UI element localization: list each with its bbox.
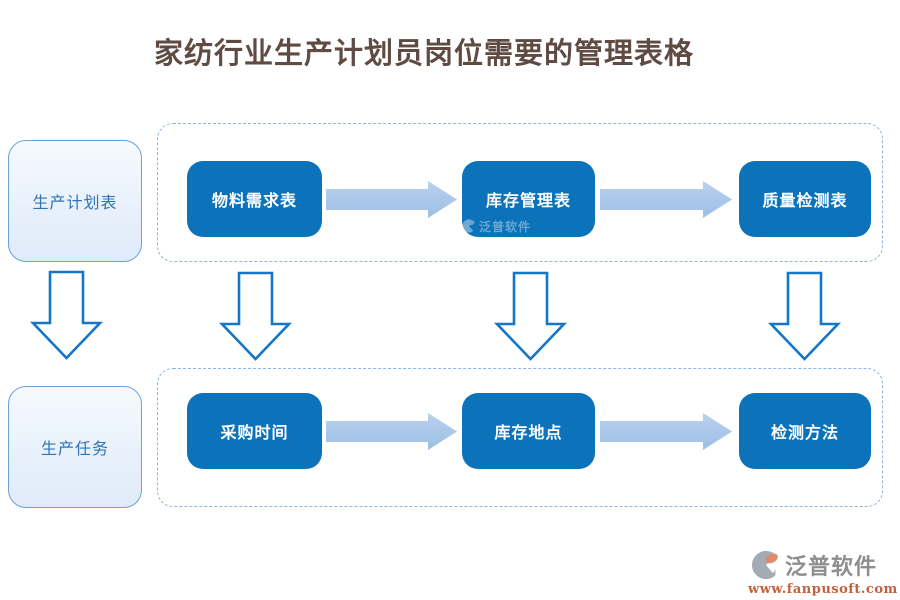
footer-brand-name: 泛普软件 <box>784 554 877 580</box>
down-arrow-icon <box>29 270 104 360</box>
process-box-inventory-management: 库存管理表 <box>462 161 595 237</box>
process-box-material-demand: 物料需求表 <box>187 161 322 237</box>
watermark: 泛普软件 <box>462 218 531 234</box>
process-box-label: 采购时间 <box>220 425 289 442</box>
footer-url: www.fanpusoft.com <box>748 582 898 597</box>
down-arrow-icon <box>218 271 293 361</box>
top-dashed-group <box>157 123 883 262</box>
down-arrow-icon <box>767 271 842 361</box>
process-box-inventory-location: 库存地点 <box>462 393 595 469</box>
process-box-label: 检测方法 <box>770 425 839 442</box>
fanpu-logo-icon <box>462 219 475 233</box>
process-box-purchase-time: 采购时间 <box>187 393 322 469</box>
side-box-label: 生产计划表 <box>32 193 118 212</box>
watermark-text: 泛普软件 <box>479 219 532 234</box>
side-box-label: 生产任务 <box>40 439 109 458</box>
side-box-production-task: 生产任务 <box>8 386 142 508</box>
process-box-inspection-method: 检测方法 <box>739 393 871 469</box>
process-box-quality-inspection: 质量检测表 <box>739 161 871 237</box>
process-box-label: 库存管理表 <box>485 193 571 210</box>
process-box-label: 质量检测表 <box>762 193 848 210</box>
process-box-label: 库存地点 <box>494 425 563 442</box>
fanpu-logo-icon <box>751 550 778 580</box>
footer-brand: 泛普软件 www.fanpusoft.com <box>748 549 898 597</box>
process-box-label: 物料需求表 <box>211 193 297 210</box>
page-title: 家纺行业生产计划员岗位需要的管理表格 <box>153 36 694 70</box>
down-arrow-icon <box>493 271 568 361</box>
side-box-production-plan: 生产计划表 <box>8 140 142 262</box>
bottom-dashed-group <box>157 368 883 507</box>
